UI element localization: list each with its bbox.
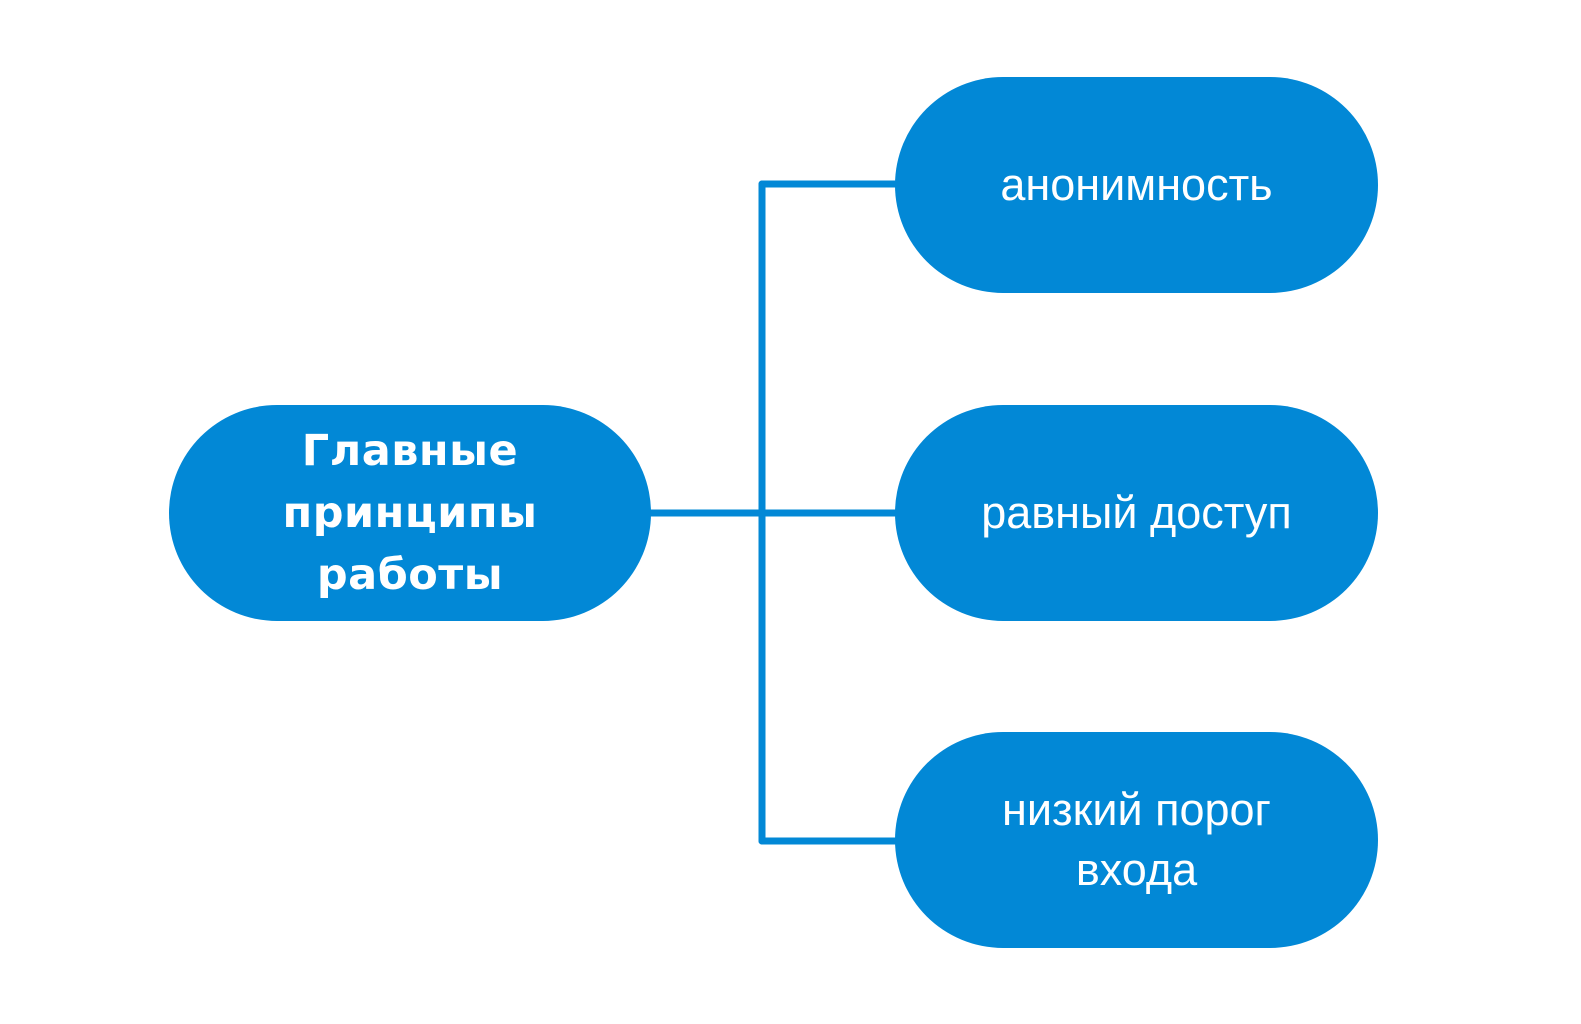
leaf-node-label: равный доступ (981, 487, 1292, 538)
root-node-main-principles: Главные принципы работы (169, 405, 651, 621)
root-node-line: Главные (301, 426, 519, 476)
leaf-node-label: входа (1075, 844, 1198, 895)
root-node-line: принципы (282, 488, 538, 538)
leaf-node-low-entry-threshold: низкий порог входа (895, 732, 1378, 948)
leaf-node-anonymity: анонимность (895, 77, 1378, 293)
leaf-node-equal-access: равный доступ (895, 405, 1378, 621)
leaf-node-label: низкий порог (1002, 784, 1271, 835)
root-node-line: работы (316, 550, 504, 600)
leaf-node-label: анонимность (1000, 159, 1273, 210)
